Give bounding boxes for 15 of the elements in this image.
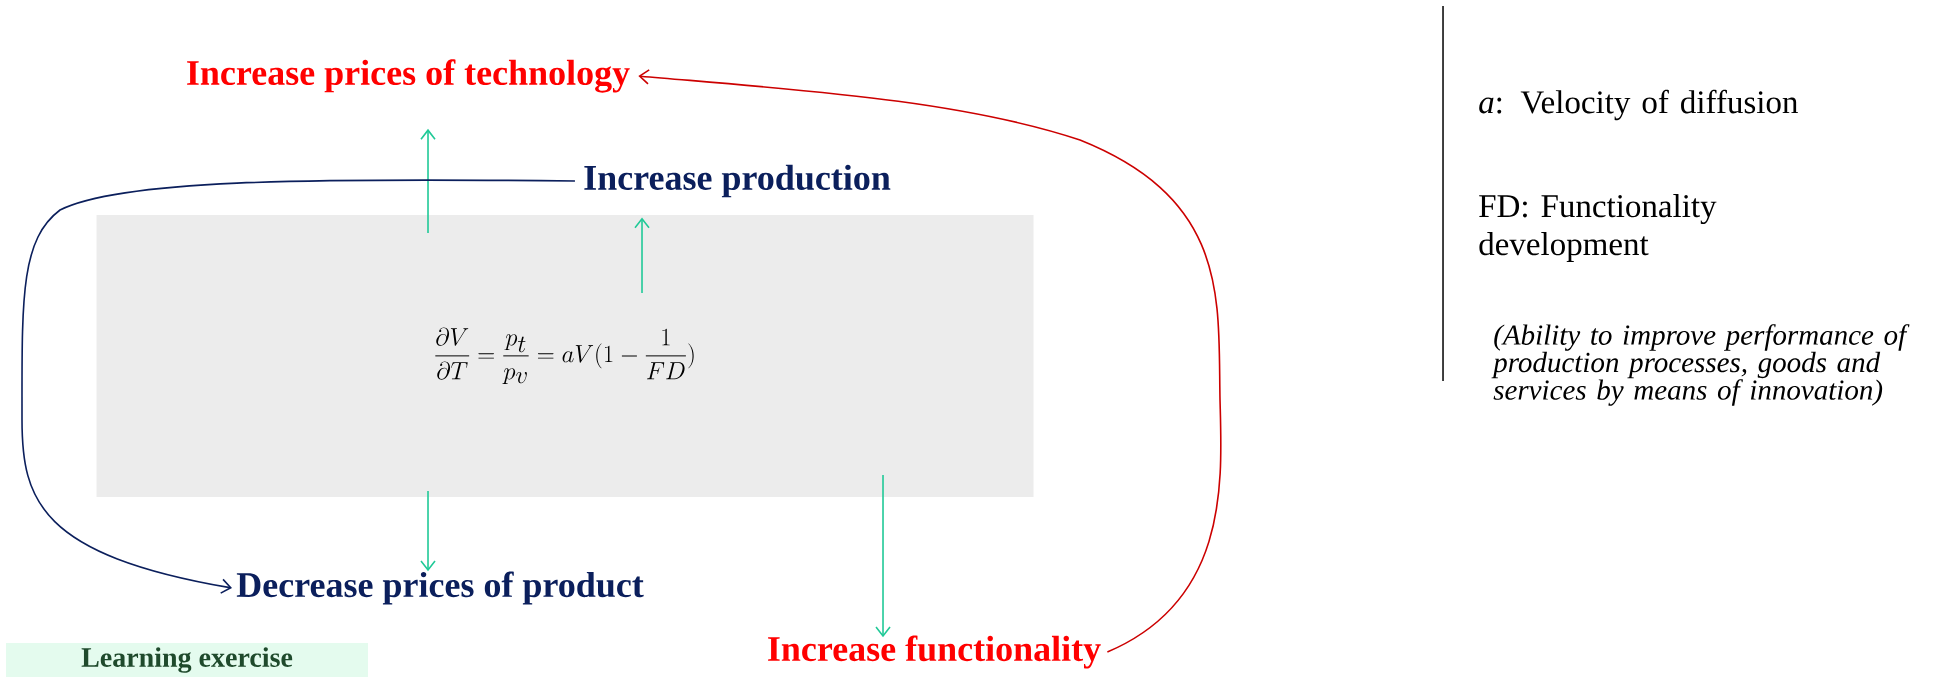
arrow	[638, 69, 1222, 653]
effect-label: Increase functionality	[768, 635, 1101, 669]
formula-box: $\frac{\partial V}{\partial T}=\frac{p_t}{p_v}=aV(1-\frac{1}{FD})$	[96, 215, 1034, 497]
effect-label: Increase production	[584, 164, 891, 198]
arrow	[21, 179, 576, 594]
definition-text: FD: Functionality development	[1479, 194, 1717, 262]
arrow	[420, 490, 436, 572]
definition-text: a: Velocity of diffusion	[1479, 89, 1798, 121]
arrow	[420, 128, 436, 234]
effect-label: Decrease prices of product	[236, 571, 644, 605]
exercise-box: Learning exercise	[6, 643, 368, 677]
arrow	[875, 474, 891, 638]
note-text: (Ability to improve performance of production processes, goods and services by means of innovation)	[1491, 324, 1910, 406]
arrow	[634, 217, 650, 294]
effect-label: Increase prices of technology	[187, 59, 630, 93]
